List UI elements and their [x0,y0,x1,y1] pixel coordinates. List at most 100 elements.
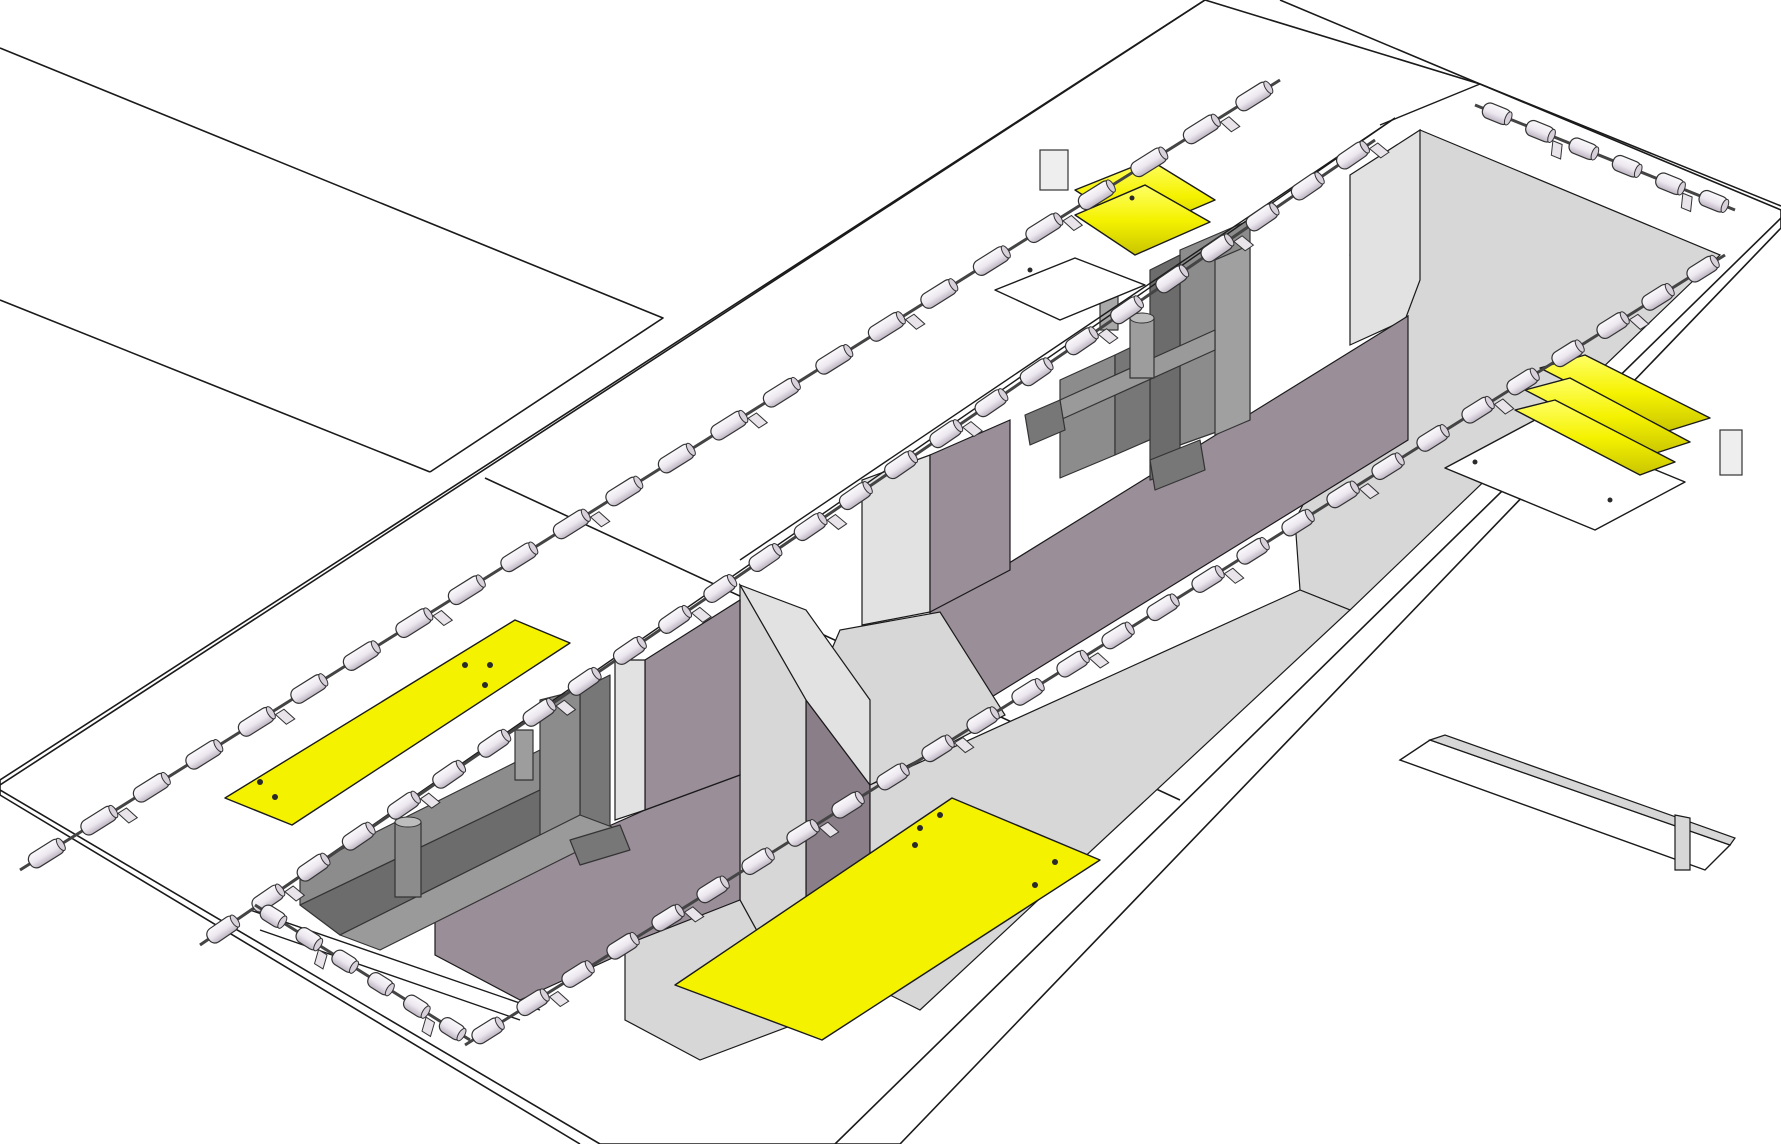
roller-end-cap [1720,198,1730,214]
roller-body [793,512,827,542]
roller [1200,233,1255,263]
roller-end-cap [1314,171,1325,185]
roller-run-front [464,253,1726,1047]
roller-run-outer [19,78,1281,872]
roller-end-cap [719,875,730,889]
pit-mid-wall-light [861,454,931,626]
roller [206,914,241,944]
roller [867,311,926,342]
roller-body [657,443,695,474]
roller-bracket [961,420,984,438]
roller-end-cap [1709,254,1720,269]
roller-end-cap [1349,480,1360,494]
roller [1130,146,1169,178]
roller-body [1101,622,1134,650]
roller-end-cap [1214,565,1225,579]
roller-end-cap [738,409,749,424]
roller-end-cap [1503,111,1513,126]
roller-bracket [1358,482,1380,500]
roller [386,790,441,820]
roller [552,508,611,540]
roller-end-cap [1484,395,1495,410]
roller-bracket [904,313,926,330]
roller-end-cap [580,508,591,522]
roller-end-cap [494,1016,505,1030]
roller-bracket [117,807,139,824]
roller [748,542,783,573]
roller [703,573,738,604]
pit-far-wall [1349,128,1421,346]
roller [1596,311,1650,340]
roller [432,759,467,789]
roller [1481,102,1513,126]
roller [657,442,696,474]
roller-end-cap [265,706,276,720]
roller-bracket [1493,398,1515,415]
roller [612,635,647,665]
roller-bracket [1680,192,1693,213]
roller [1235,80,1274,112]
roller-end-cap [1263,80,1274,94]
roller-end-cap [629,931,640,946]
roller-end-cap [899,762,910,776]
roller [1336,140,1390,170]
roller-bracket [284,885,306,902]
roller-end-cap [944,734,955,748]
roller [1281,508,1315,537]
roller-end-cap [528,541,539,555]
roller-bracket [274,708,296,725]
roller-body [748,543,782,573]
roller-end-cap [456,1028,467,1042]
roller [1551,339,1585,368]
roller [1245,202,1280,232]
roller-body [710,410,748,441]
roller-end-cap [1574,339,1585,353]
roller [259,904,288,929]
roller-end-cap [318,673,329,687]
roller-bracket [1219,116,1241,133]
roller [831,790,865,819]
roller [237,706,296,737]
cover-plate-left [224,619,571,826]
roller-body [477,729,511,758]
roller-body [206,915,239,944]
roller-end-cap [1304,508,1315,522]
roller-end-cap [764,847,775,861]
roller [477,728,512,758]
roller-end-cap [685,442,696,457]
roller-end-cap [854,790,865,805]
roller-end-cap [1178,264,1190,278]
roller [606,931,640,960]
roller [815,344,854,375]
trench-right [1398,734,1736,871]
roller [1686,254,1720,283]
roller-pad-right [1444,354,1743,531]
roller-body [1371,453,1404,481]
roller-end-cap [1259,536,1270,551]
roller-end-cap [384,983,395,997]
roller [1110,295,1144,325]
roller [920,278,959,309]
roller-end-cap [895,311,906,325]
roller [27,837,66,869]
roller-bracket [1088,652,1110,669]
roller-bracket [555,699,577,716]
roller-run-inner [199,138,1390,947]
roller [1290,171,1325,201]
roller-end-cap [1633,163,1643,179]
roller-shaft [1474,103,1736,212]
roller-end-cap [1529,367,1540,381]
roller-end-cap [348,960,360,974]
roller-end-cap [420,1005,431,1019]
roller-end-cap [539,988,550,1002]
roller [786,819,840,847]
roller [367,972,395,997]
roller-bracket [818,821,840,838]
roller-bracket [1097,328,1119,345]
roller-bracket [747,412,769,429]
roller-shaft [254,903,471,1042]
roller [1191,565,1245,593]
roller-end-cap [546,697,557,711]
roller-pad-top [994,149,1216,321]
